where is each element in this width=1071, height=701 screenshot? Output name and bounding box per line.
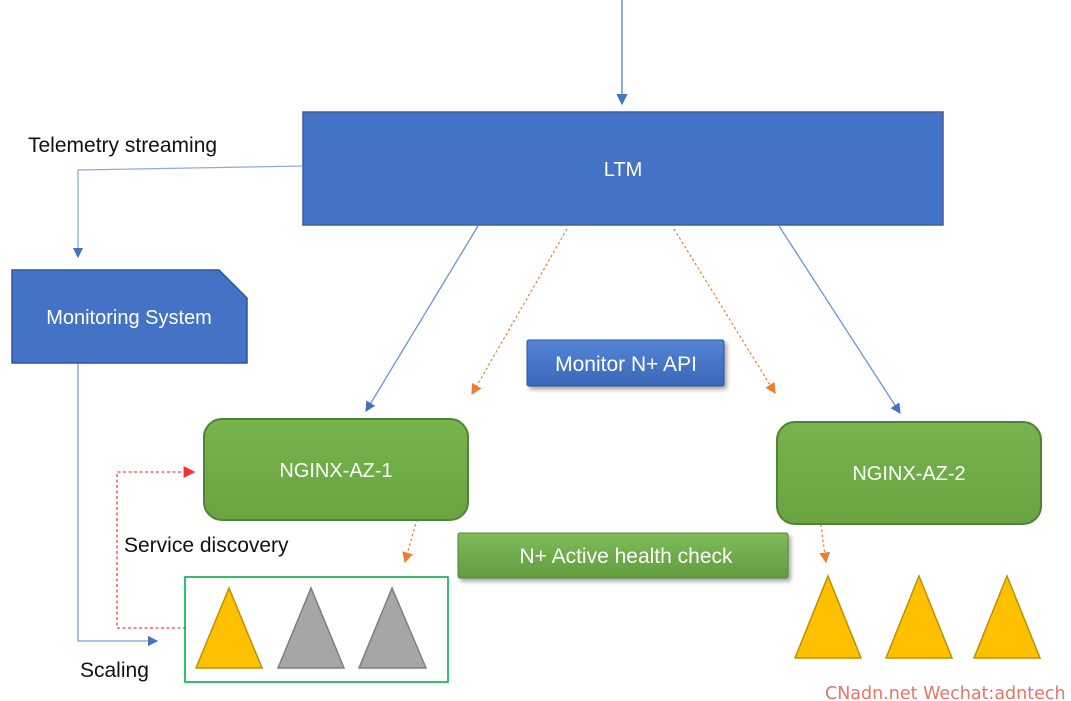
az2-instance-triangle-2: [884, 573, 954, 659]
connector-telemetry-ltm-to-monitoring: [72, 165, 304, 259]
node-monitor-api: Monitor N+ API: [526, 339, 725, 387]
nginx-az1-box: [203, 418, 469, 521]
az1-instance-triangle-standby-2: [357, 586, 428, 669]
connector-ltm-to-az1: [365, 225, 479, 412]
health-check-box: [457, 532, 789, 579]
node-nginx-az1: NGINX-AZ-1: [203, 418, 469, 521]
connector-service-discovery: [116, 466, 196, 629]
ltm-label: LTM: [604, 159, 643, 181]
az2-instance-group: [793, 573, 1042, 659]
health-check-label: N+ Active health check: [519, 545, 733, 568]
az1-instance-group: [184, 576, 449, 683]
az1-instance-group-border: [184, 576, 449, 683]
connector-ltm-to-az2: [778, 225, 901, 414]
ltm-box: [302, 111, 944, 226]
label-scaling: Scaling: [80, 659, 149, 682]
connector-scaling: [77, 363, 159, 647]
node-ltm: LTM: [302, 111, 944, 226]
az2-instance-triangle-1: [793, 573, 863, 659]
node-nginx-az2: NGINX-AZ-2: [776, 421, 1042, 525]
nginx-az2-box: [776, 421, 1042, 525]
node-health-check: N+ Active health check: [457, 532, 789, 579]
nginx-az1-label: NGINX-AZ-1: [279, 460, 392, 482]
monitor-api-box: [526, 339, 725, 387]
az1-instance-triangle-active: [194, 586, 264, 669]
connector-monitor-api-to-az1: [471, 228, 568, 396]
az2-instance-triangle-3: [972, 573, 1042, 659]
node-monitoring-system: Monitoring System: [11, 269, 248, 364]
watermark: CNadn.net Wechat:adntech: [825, 684, 1066, 701]
monitoring-system-label: Monitoring System: [46, 307, 212, 329]
label-service-discovery: Service discovery: [124, 534, 289, 557]
connector-monitor-api-to-az2: [673, 228, 776, 395]
monitoring-system-box: [11, 269, 248, 364]
label-telemetry-streaming: Telemetry streaming: [28, 134, 217, 157]
az1-instance-triangle-standby-1: [276, 586, 346, 669]
nginx-az2-label: NGINX-AZ-2: [852, 463, 965, 485]
monitor-api-label: Monitor N+ API: [555, 353, 697, 376]
